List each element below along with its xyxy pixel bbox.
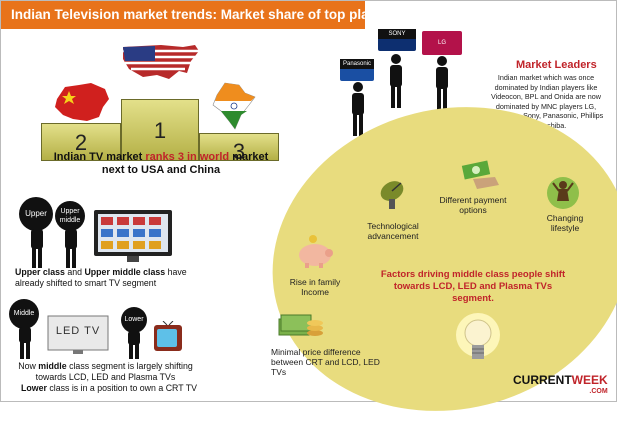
sony-tv: SONY bbox=[378, 29, 416, 51]
lifestyle-icon bbox=[547, 177, 579, 209]
currentweek-logo: CURRENTWEEK .COM bbox=[513, 373, 608, 395]
podium-step-1: 1 bbox=[121, 99, 199, 161]
person-icon bbox=[128, 331, 140, 359]
rank-label: 3 bbox=[232, 139, 246, 164]
factors-headline: Factors driving middle class people shif… bbox=[380, 269, 566, 304]
china-flag-icon bbox=[55, 83, 109, 121]
middle-class-caption: Now middle class segment is largely shif… bbox=[18, 361, 193, 382]
person-icon bbox=[436, 56, 448, 110]
podium-step-3: 3 bbox=[199, 133, 279, 164]
light-bulb-icon bbox=[456, 313, 500, 359]
middle-class-badge: Middle bbox=[9, 299, 39, 329]
lower-class-caption: Lower class is in a position to own a CR… bbox=[20, 383, 197, 393]
smart-tv-icon bbox=[94, 210, 172, 262]
usa-flag-icon bbox=[123, 45, 199, 79]
led-tv-icon bbox=[47, 315, 109, 354]
piggy-bank-icon bbox=[299, 235, 333, 268]
upper-class-caption: Upper class and Upper middle class have … bbox=[15, 267, 187, 288]
factor-price: Minimal price difference between CRT and… bbox=[271, 347, 380, 377]
money-hand-icon bbox=[461, 160, 499, 189]
market-leaders: Panasonic SONY LG Market Leaders Indian … bbox=[336, 29, 606, 141]
factor-tech: Technological advancement bbox=[367, 221, 419, 241]
satellite-dish-icon bbox=[380, 181, 404, 209]
upper-middle-class-badge: Upper middle bbox=[55, 201, 85, 231]
person-icon bbox=[31, 229, 43, 268]
upper-class-badge: Upper bbox=[19, 197, 53, 231]
podium-caption: Indian TV market ranks 3 in world market… bbox=[53, 151, 269, 176]
factor-lifestyle: Changing lifestyle bbox=[546, 213, 584, 233]
person-icon bbox=[65, 229, 77, 268]
factor-payment: Different payment options bbox=[439, 195, 507, 215]
factor-income: Rise in family Income bbox=[289, 277, 341, 297]
page-title: Indian Television market trends: Market … bbox=[1, 1, 396, 29]
rank-highlight: ranks 3 in world bbox=[145, 151, 230, 163]
podium-step-2: 2 bbox=[41, 123, 121, 161]
led-tv-label: LED TV bbox=[55, 325, 101, 337]
person-icon bbox=[352, 82, 364, 136]
money-stack-icon bbox=[278, 314, 323, 336]
lower-class-badge: Lower bbox=[121, 307, 147, 333]
podium: 2 1 3 bbox=[41, 45, 281, 164]
crt-tv-icon bbox=[154, 321, 182, 351]
person-icon bbox=[390, 54, 402, 108]
rank-label: 2 bbox=[74, 130, 88, 155]
rank-label: 1 bbox=[153, 118, 167, 143]
person-icon bbox=[19, 327, 31, 359]
lg-tv: LG bbox=[422, 31, 462, 55]
market-leaders-title: Market Leaders bbox=[516, 59, 597, 71]
panasonic-tv: Panasonic bbox=[340, 59, 374, 81]
india-flag-icon bbox=[212, 82, 256, 130]
